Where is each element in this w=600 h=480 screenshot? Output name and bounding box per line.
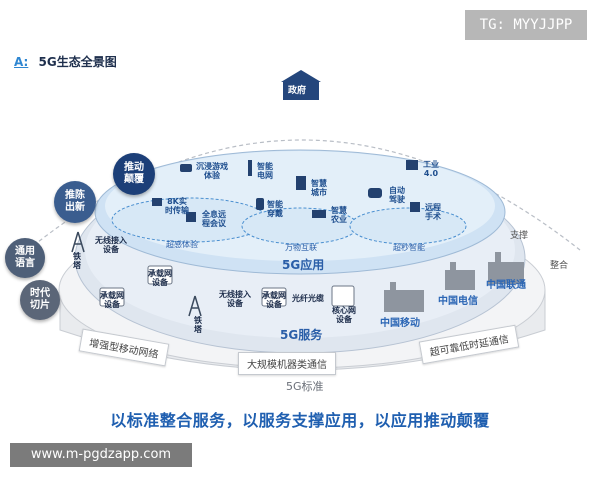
label-bearer-1: 承载网设备 [100, 291, 124, 309]
tower-icons [71, 231, 202, 317]
figure-header: A: 5G生态全景图 [14, 53, 117, 70]
ring-right [349, 207, 467, 245]
label-agri: 智慧农业 [331, 206, 347, 224]
gov-building [283, 82, 319, 100]
label-ring-right: 超秒智能 [393, 243, 425, 252]
bubble-era: 时代切片 [20, 280, 60, 320]
label-drive: 自动驾驶 [389, 186, 405, 204]
bubble-drive-text: 推动颠覆 [124, 162, 144, 185]
label-city: 智慧城市 [311, 179, 327, 197]
layer-standard-label: 5G标准 [286, 380, 324, 393]
label-factory: 工业4.0 [423, 160, 439, 178]
app-icons [152, 160, 420, 222]
gov-roof [281, 70, 321, 82]
site-watermark: www.m-pgdzapp.com [10, 443, 192, 467]
header-letter: A: [14, 55, 29, 69]
bubble-drive: 推动颠覆 [113, 153, 155, 195]
layer-app-label: 5G应用 [282, 258, 325, 272]
telegram-watermark: TG: MYYJJPP [465, 10, 587, 40]
label-fiber: 光纤光缆 [292, 294, 324, 303]
operator-telecom: 中国电信 [438, 296, 478, 307]
gov-label: 政府 [288, 86, 307, 96]
label-bearer-3: 承载网设备 [262, 291, 286, 309]
banner-mmtc: 大规模机器类通信 [238, 352, 336, 375]
label-video8k: 8K实时传输 [165, 197, 189, 215]
label-rail-2: 铁塔 [194, 316, 202, 334]
label-wear: 智能穿戴 [267, 200, 283, 218]
label-remote-meet: 全息远程会议 [202, 210, 226, 228]
operator-buildings [384, 252, 524, 312]
label-support: 支撑 [510, 231, 529, 241]
bubble-innovate-text: 推陈出新 [65, 190, 85, 213]
label-ring-left: 超感体验 [166, 240, 198, 249]
bubble-common-text: 通用语言 [15, 246, 35, 269]
label-rail: 铁塔 [73, 252, 81, 270]
bubble-era-text: 时代切片 [30, 288, 50, 311]
label-bearer-2: 承载网设备 [148, 269, 172, 287]
label-vr-game: 沉浸游戏体验 [196, 162, 228, 180]
header-title: 5G生态全景图 [38, 55, 117, 69]
label-grid: 智能电网 [257, 162, 273, 180]
layer-service-label: 5G服务 [280, 328, 323, 342]
label-integrate: 整合 [550, 261, 569, 271]
operator-unicom: 中国联通 [486, 280, 526, 291]
label-surgery: 远程手术 [425, 203, 441, 221]
operator-mobile: 中国移动 [380, 318, 420, 329]
bubble-innovate: 推陈出新 [54, 181, 96, 223]
label-wireless: 无线接入设备 [95, 236, 127, 254]
label-core: 核心网设备 [332, 306, 356, 324]
label-wireless-2: 无线接入设备 [219, 290, 251, 308]
slogan: 以标准整合服务，以服务支撑应用，以应用推动颠覆 [110, 411, 490, 430]
service-boxes [99, 265, 355, 307]
label-ring-mid: 万物互联 [285, 243, 317, 252]
bubble-common: 通用语言 [5, 238, 45, 278]
